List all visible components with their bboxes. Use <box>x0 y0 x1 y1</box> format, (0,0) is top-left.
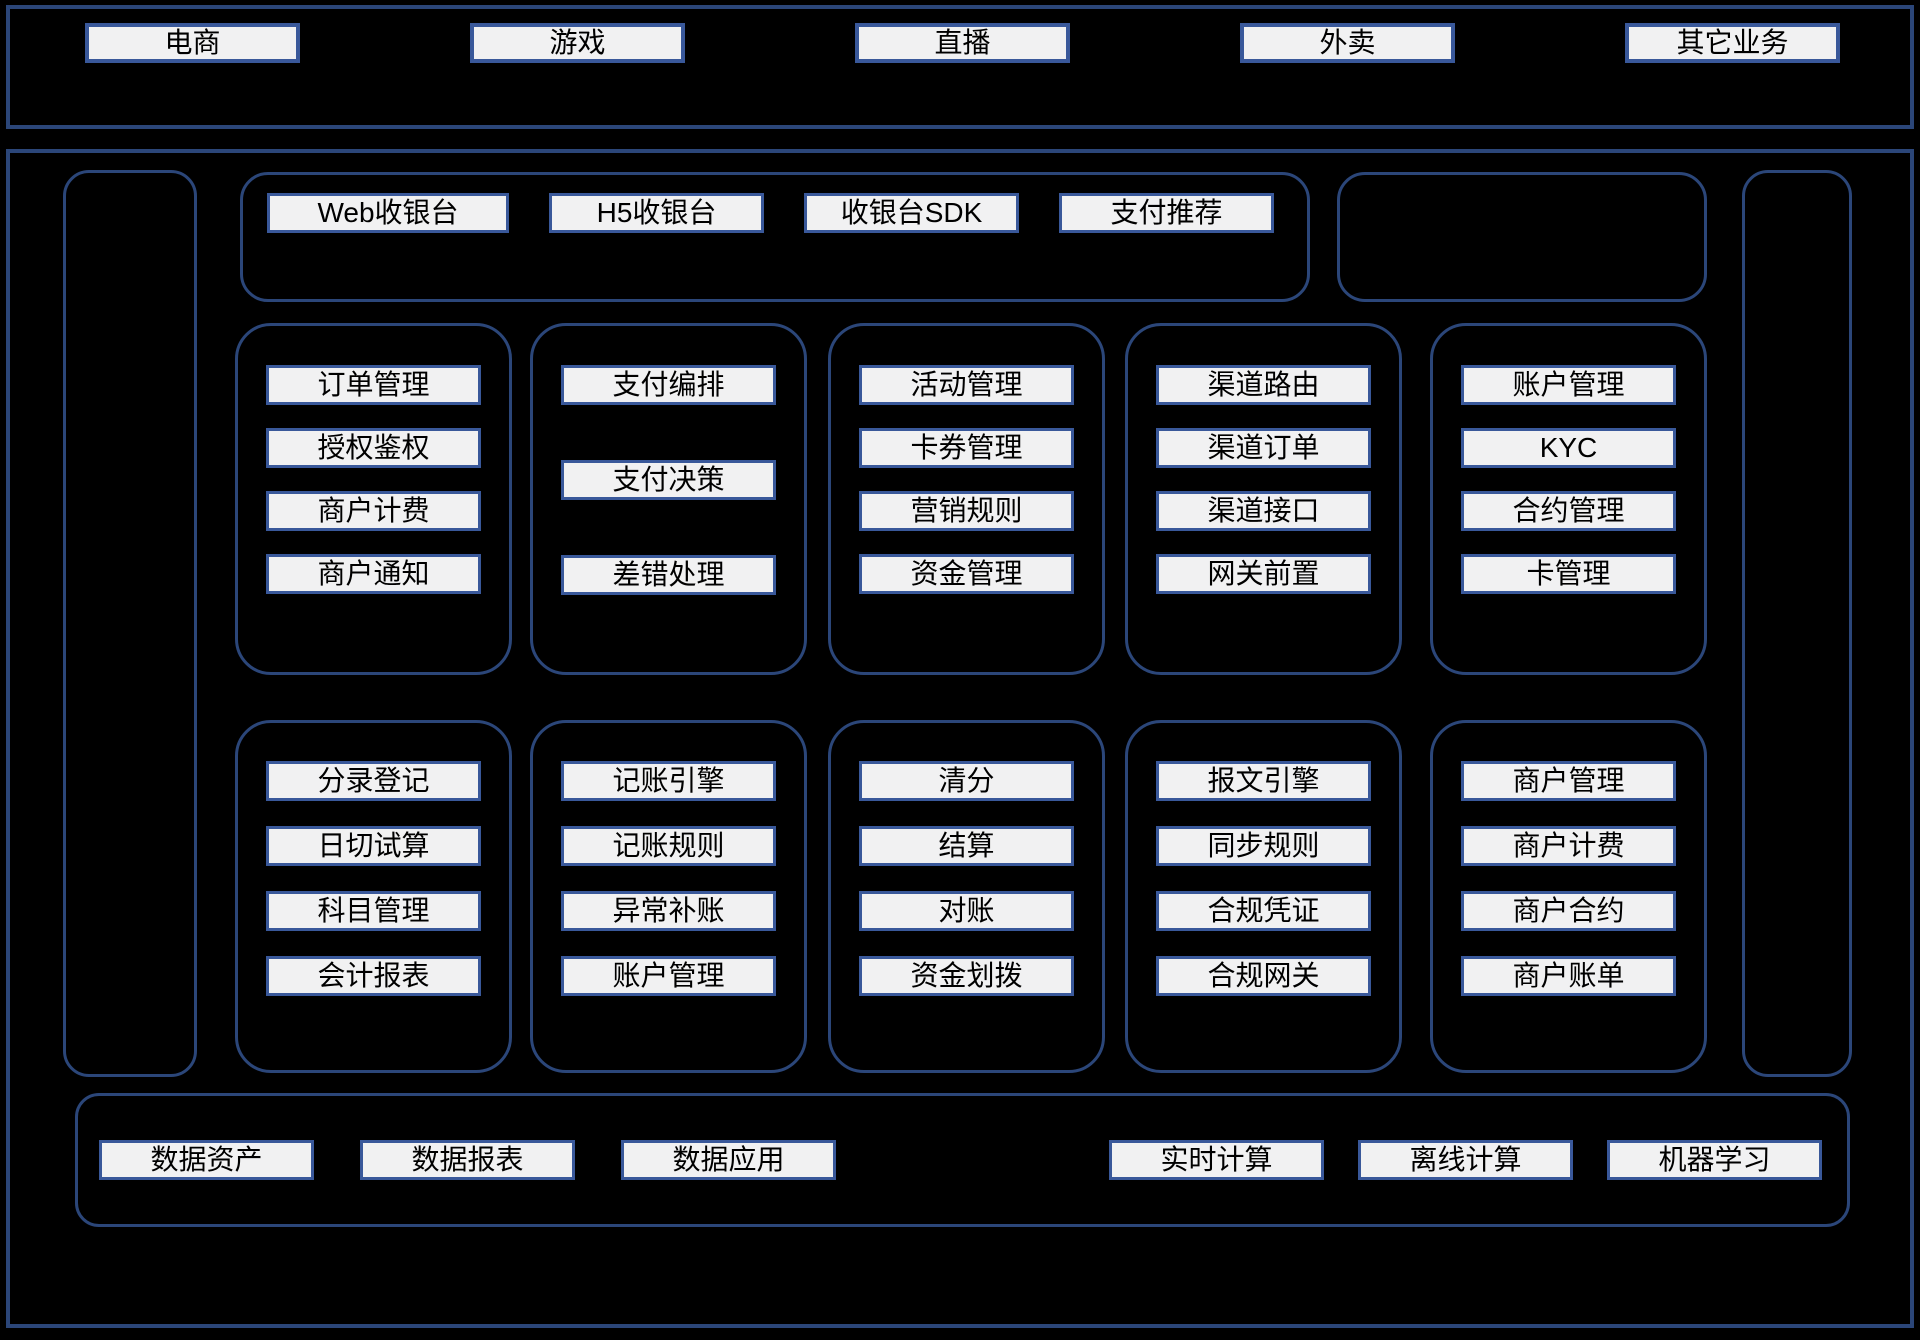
module-box: 记账引擎 <box>561 761 776 801</box>
module-box: 渠道路由 <box>1156 365 1371 405</box>
access-box: Web收银台 <box>267 193 509 233</box>
module-box: 日切试算 <box>266 826 481 866</box>
merchant-group: 商户管理 商户计费 商户合约 商户账单 <box>1430 720 1707 1073</box>
module-box: 差错处理 <box>561 555 776 595</box>
right-side-panel <box>1742 170 1852 1077</box>
module-box: 报文引擎 <box>1156 761 1371 801</box>
marketing-group: 活动管理 卡券管理 营销规则 资金管理 <box>828 323 1105 675</box>
business-box: 直播 <box>855 23 1070 63</box>
module-box: 商户合约 <box>1461 891 1676 931</box>
module-box: 科目管理 <box>266 891 481 931</box>
channel-group: 渠道路由 渠道订单 渠道接口 网关前置 <box>1125 323 1402 675</box>
module-box: 卡券管理 <box>859 428 1074 468</box>
module-box: 异常补账 <box>561 891 776 931</box>
data-box: 数据应用 <box>621 1140 836 1180</box>
ledger-group: 分录登记 日切试算 科目管理 会计报表 <box>235 720 512 1073</box>
empty-panel <box>1337 172 1707 302</box>
access-box: H5收银台 <box>549 193 764 233</box>
module-box: 分录登记 <box>266 761 481 801</box>
module-box: 资金管理 <box>859 554 1074 594</box>
platform-container: Web收银台 H5收银台 收银台SDK 支付推荐 订单管理 授权鉴权 商户计费 … <box>6 149 1914 1328</box>
data-products-cluster: 数据资产 数据报表 数据应用 <box>99 1140 836 1180</box>
module-box: 支付决策 <box>561 460 776 500</box>
cashier-access-group: Web收银台 H5收银台 收银台SDK 支付推荐 <box>240 172 1310 302</box>
business-layer-band: 电商 游戏 直播 外卖 其它业务 <box>6 5 1914 129</box>
data-box: 离线计算 <box>1358 1140 1573 1180</box>
module-box: 商户计费 <box>266 491 481 531</box>
module-box: 网关前置 <box>1156 554 1371 594</box>
left-side-panel <box>63 170 197 1077</box>
data-compute-cluster: 实时计算 离线计算 机器学习 <box>1109 1140 1822 1180</box>
module-box: 营销规则 <box>859 491 1074 531</box>
module-box: 对账 <box>859 891 1074 931</box>
order-service-group: 订单管理 授权鉴权 商户计费 商户通知 <box>235 323 512 675</box>
module-box: 账户管理 <box>561 956 776 996</box>
module-box: 活动管理 <box>859 365 1074 405</box>
module-box: 支付编排 <box>561 365 776 405</box>
module-box: 合规网关 <box>1156 956 1371 996</box>
module-box: 商户计费 <box>1461 826 1676 866</box>
module-box: 卡管理 <box>1461 554 1676 594</box>
access-box: 支付推荐 <box>1059 193 1274 233</box>
module-box: 账户管理 <box>1461 365 1676 405</box>
module-box: 合约管理 <box>1461 491 1676 531</box>
module-box: 同步规则 <box>1156 826 1371 866</box>
data-box: 实时计算 <box>1109 1140 1324 1180</box>
module-box: KYC <box>1461 428 1676 468</box>
accounting-group: 记账引擎 记账规则 异常补账 账户管理 <box>530 720 807 1073</box>
data-box: 机器学习 <box>1607 1140 1822 1180</box>
module-box: 渠道接口 <box>1156 491 1371 531</box>
access-box: 收银台SDK <box>804 193 1019 233</box>
business-box: 电商 <box>85 23 300 63</box>
module-box: 商户管理 <box>1461 761 1676 801</box>
module-box: 商户账单 <box>1461 956 1676 996</box>
module-box: 订单管理 <box>266 365 481 405</box>
module-box: 渠道订单 <box>1156 428 1371 468</box>
module-box: 授权鉴权 <box>266 428 481 468</box>
module-box: 结算 <box>859 826 1074 866</box>
account-group: 账户管理 KYC 合约管理 卡管理 <box>1430 323 1707 675</box>
module-box: 会计报表 <box>266 956 481 996</box>
module-box: 合规凭证 <box>1156 891 1371 931</box>
module-box: 资金划拨 <box>859 956 1074 996</box>
module-box: 记账规则 <box>561 826 776 866</box>
data-layer-bar: 数据资产 数据报表 数据应用 实时计算 离线计算 机器学习 <box>75 1093 1850 1227</box>
data-box: 数据资产 <box>99 1140 314 1180</box>
business-box: 外卖 <box>1240 23 1455 63</box>
module-box: 商户通知 <box>266 554 481 594</box>
clearing-group: 清分 结算 对账 资金划拨 <box>828 720 1105 1073</box>
data-box: 数据报表 <box>360 1140 575 1180</box>
business-box: 游戏 <box>470 23 685 63</box>
module-box: 清分 <box>859 761 1074 801</box>
payment-core-group: 支付编排 支付决策 差错处理 <box>530 323 807 675</box>
compliance-group: 报文引擎 同步规则 合规凭证 合规网关 <box>1125 720 1402 1073</box>
business-box: 其它业务 <box>1625 23 1840 63</box>
